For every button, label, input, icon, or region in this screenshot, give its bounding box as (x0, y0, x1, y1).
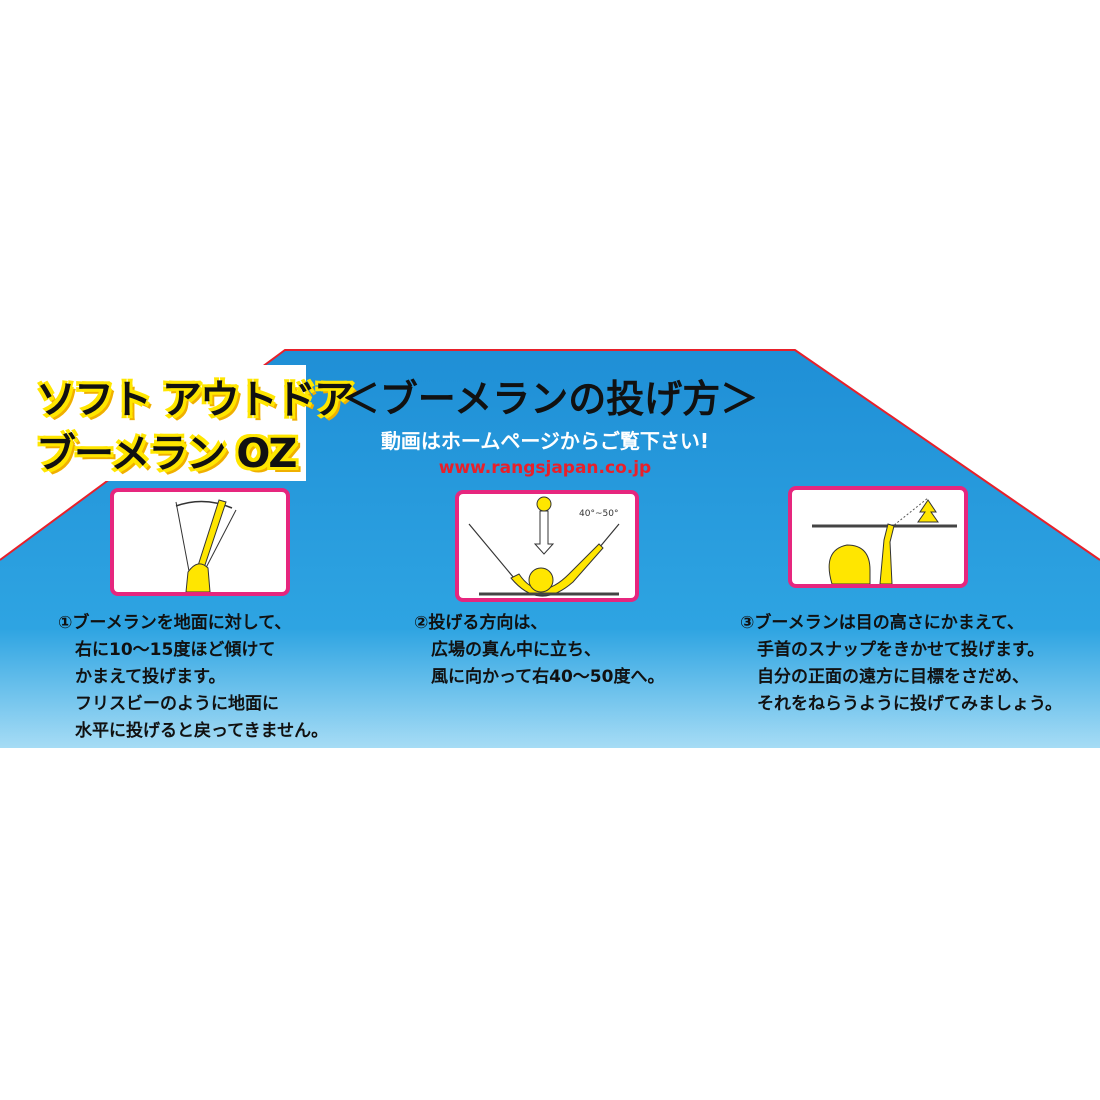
page-heading: ＜ブーメランの投げ方＞ (341, 377, 759, 421)
hand-boomerang-illustration (175, 499, 237, 593)
website-link[interactable]: www.rangsjapan.co.jp (438, 458, 652, 478)
wind-direction-illustration: 40°~50° (468, 496, 620, 597)
product-title-box: ソフト アウトドア ブーメラン OZ (30, 365, 354, 481)
illustration-panel-2: 40°~50° (455, 490, 639, 602)
illustration-panel-1 (110, 488, 290, 596)
angle-label: 40°~50° (579, 509, 618, 519)
step-1-instructions: ①ブーメランを地面に対して、 右に10～15度ほど傾けて かまえて投げます。 フ… (58, 613, 329, 741)
video-notice: 動画はホームページからご覧下さい! (380, 429, 710, 453)
aiming-illustration (812, 497, 957, 585)
illustration-panel-3 (788, 486, 968, 588)
step-2-instructions: ②投げる方向は、 広場の真ん中に立ち、 風に向かって右40～50度へ。 (414, 613, 665, 687)
product-title-line2: ブーメラン OZ (36, 431, 297, 477)
product-title-line1: ソフト アウトドア (36, 377, 354, 423)
step-3-instructions: ③ブーメランは目の高さにかまえて、 手首のスナップをきかせて投げます。 自分の正… (740, 613, 1062, 714)
